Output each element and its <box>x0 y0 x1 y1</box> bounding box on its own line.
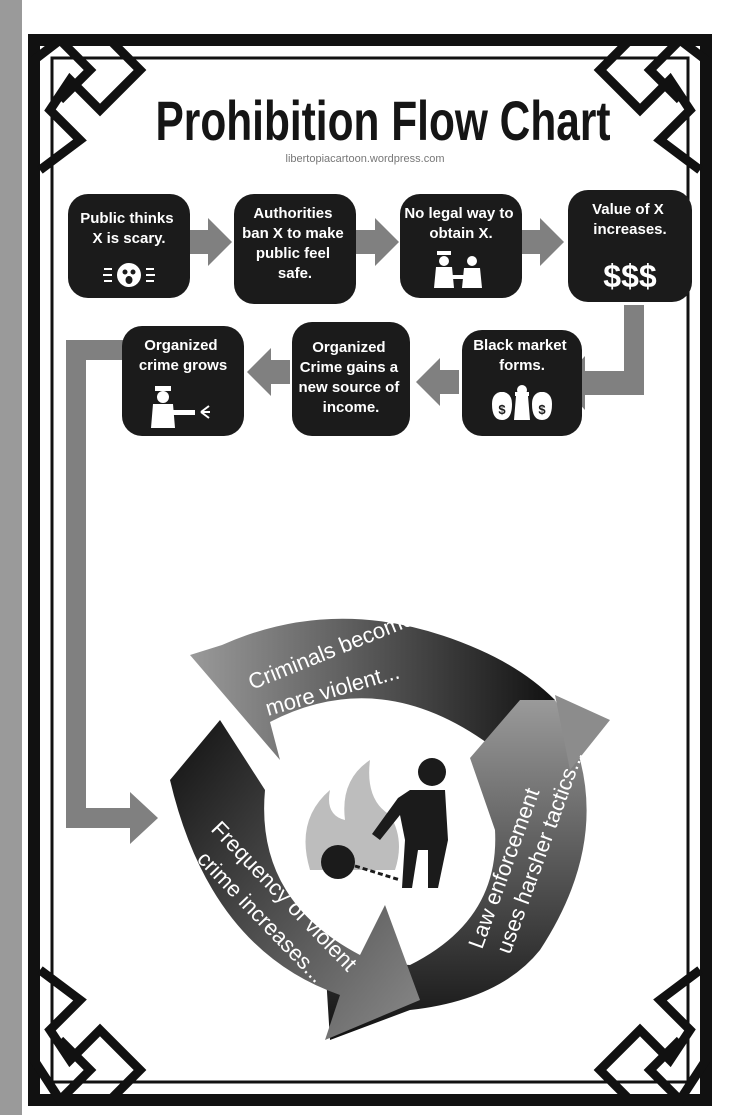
cycle-arrow-criminals <box>190 618 555 760</box>
gangster-gun-icon <box>151 386 210 428</box>
arrow-3-4 <box>520 218 564 266</box>
arrow-2-3 <box>355 218 399 266</box>
scared-face-icon <box>103 263 155 287</box>
arrow-1-2 <box>188 218 232 266</box>
step-authorities-ban: Authorities ban X to make public feel sa… <box>234 194 356 304</box>
page-title: Prohibition Flow Chart <box>156 89 611 152</box>
money-bags-icon: $ $ <box>492 385 552 420</box>
ball-and-chain-fire-icon <box>305 758 448 888</box>
step-1-text: Public thinks X is scary. <box>80 210 178 247</box>
svg-text:$: $ <box>498 402 506 417</box>
step-3-text: No legal way to obtain X. <box>404 205 517 242</box>
source-credit: libertopiacartoon.wordpress.com <box>286 153 445 165</box>
knot-bottom-left <box>29 966 147 1105</box>
knot-top-right <box>593 35 711 174</box>
step-black-market: Black market forms. $ $ <box>462 330 582 436</box>
step-public-thinks: Public thinks X is scary. <box>68 194 190 298</box>
knot-bottom-right <box>593 966 711 1105</box>
cycle-arrow-frequency <box>170 720 420 1040</box>
step-2-text: Authorities ban X to make public feel sa… <box>242 205 348 282</box>
step-5-text: Black market forms. <box>473 337 571 374</box>
step-4-text: Value of X increases. <box>592 201 668 238</box>
dollar-signs: $$$ <box>603 258 657 294</box>
knot-top-left <box>29 35 147 174</box>
step-7-text: Organized crime grows <box>139 337 227 374</box>
arrow-7-cycle <box>66 340 158 844</box>
step-6-text: Organized Crime gains a new source of in… <box>298 339 403 416</box>
step-organized-crime-gains: Organized Crime gains a new source of in… <box>292 322 410 436</box>
arrow-5-6 <box>416 358 459 406</box>
step-boxes: Public thinks X is scary. Authorities ba… <box>68 190 692 436</box>
step-no-legal-way: No legal way to obtain X. <box>400 194 522 298</box>
cycle-arrowhead-law <box>555 695 610 770</box>
step-organized-crime-grows: Organized crime grows <box>122 326 244 436</box>
svg-text:$: $ <box>538 402 546 417</box>
arrow-6-7 <box>247 348 290 396</box>
cycle-arrow-law-enforcement <box>325 700 587 1040</box>
police-arrest-icon <box>434 251 482 288</box>
left-shadow <box>0 0 22 1115</box>
decorative-border <box>28 34 712 1106</box>
step-value-increases: Value of X increases. $$$ <box>568 190 692 302</box>
